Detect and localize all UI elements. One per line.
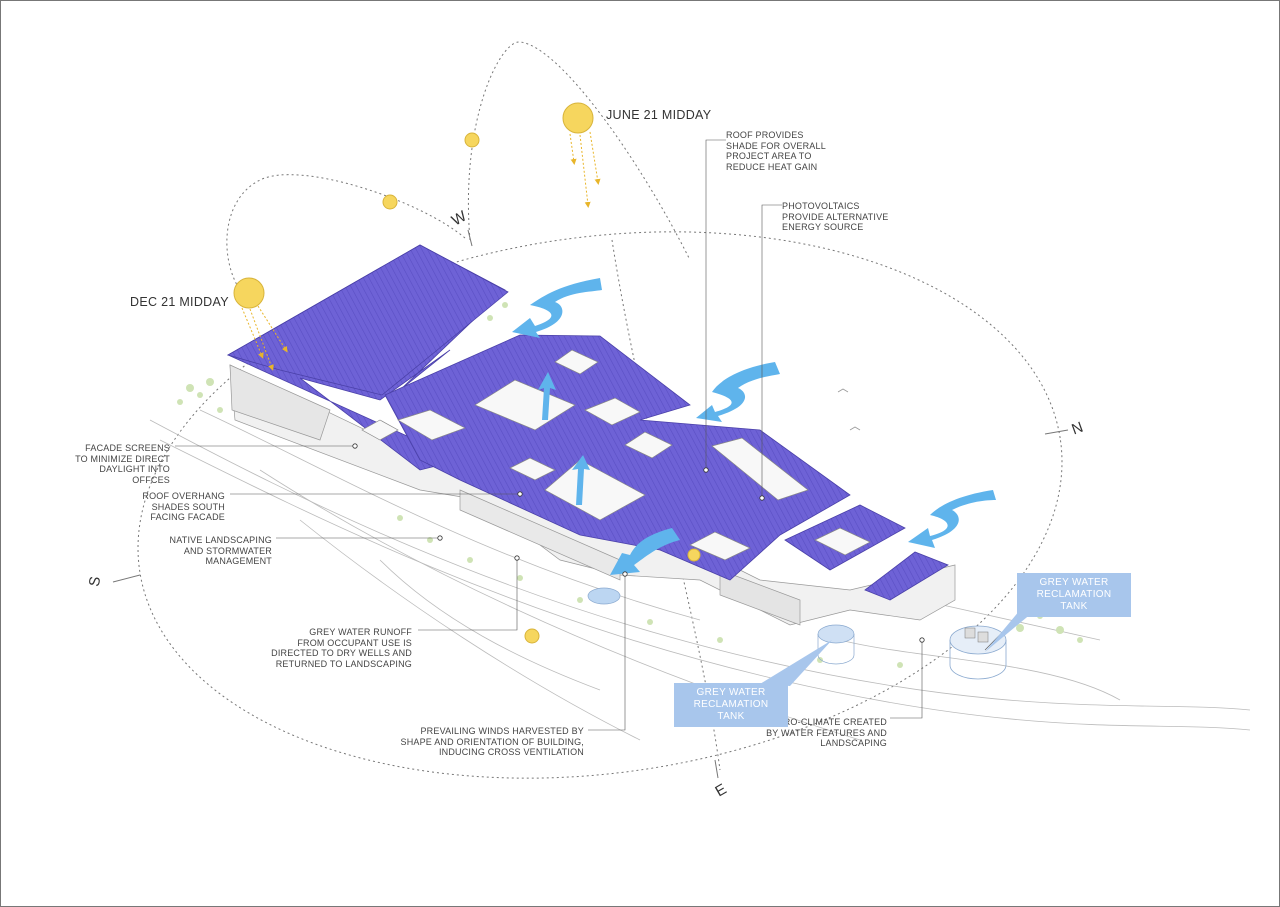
grey-water-runoff-annotation: GREY WATER RUNOFF FROM OCCUPANT USE IS D…	[271, 627, 412, 669]
water-pond-left	[587, 587, 621, 605]
compass-tick-e	[714, 759, 719, 779]
tank-center-pointer	[760, 640, 832, 686]
photovoltaics-annotation: PHOTOVOLTAICS PROVIDE ALTERNATIVE ENERGY…	[782, 201, 889, 232]
landscaping-trees	[177, 302, 1083, 668]
roof-overhang-annotation: ROOF OVERHANG SHADES SOUTH FACING FACADE	[142, 491, 225, 522]
leader-lines	[175, 139, 1031, 731]
roof-courtyards	[361, 349, 871, 561]
june-sun	[562, 102, 594, 134]
native-landscaping-annotation: NATIVE LANDSCAPING AND STORMWATER MANAGE…	[169, 535, 272, 566]
tank-right-drawing	[949, 625, 1007, 680]
june-midday-label: JUNE 21 MIDDAY	[606, 108, 712, 122]
compass-tick-n	[1044, 429, 1069, 435]
tank-label-right: GREY WATER RECLAMATION TANK	[1017, 573, 1131, 617]
bird-marks	[837, 388, 861, 431]
compass-tick-w	[467, 229, 473, 247]
compass-tick-s	[112, 574, 141, 583]
wind-arrows	[512, 278, 996, 575]
sun-markers	[233, 102, 701, 644]
facade-screens-annotation: FACADE SCREENS TO MINIMIZE DIRECT DAYLIG…	[75, 443, 170, 485]
leader-dots	[352, 443, 925, 643]
june-sun-path	[467, 41, 691, 261]
tank-center-drawing	[817, 624, 855, 665]
micro-climate-annotation: MICRO-CLIMATE CREATED BY WATER FEATURES …	[766, 717, 887, 748]
dec-sun	[233, 277, 265, 309]
tank-label-center: GREY WATER RECLAMATION TANK	[674, 683, 788, 727]
dec-midday-label: DEC 21 MIDDAY	[130, 295, 229, 309]
sun-rays	[241, 131, 601, 371]
dec-sun-path	[226, 174, 466, 291]
prevailing-winds-annotation: PREVAILING WINDS HARVESTED BY SHAPE AND …	[400, 726, 584, 757]
roof-shade-annotation: ROOF PROVIDES SHADE FOR OVERALL PROJECT …	[726, 130, 826, 172]
site-orbit-ellipse	[137, 231, 1063, 779]
